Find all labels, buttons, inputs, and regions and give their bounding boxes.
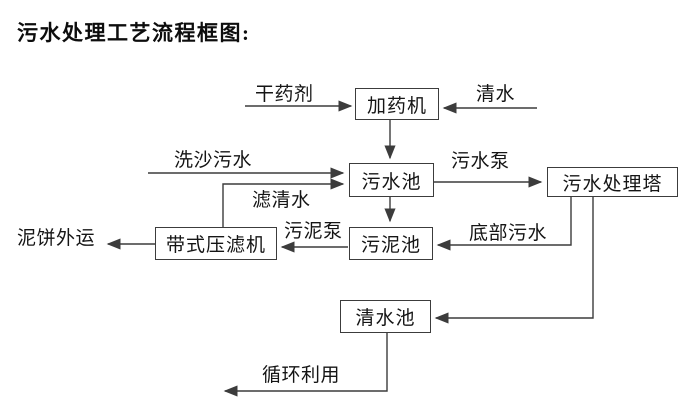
node-belt-filter-press-label: 带式压滤机 xyxy=(165,235,266,256)
flow-label-clean-water: 清水 xyxy=(476,84,516,105)
arrow-tower-to-clean-pool xyxy=(434,197,594,324)
node-belt-filter-press: 带式压滤机 xyxy=(155,227,277,260)
node-dosing-machine: 加药机 xyxy=(355,88,439,120)
flow-label-mud-cake-out: 泥饼外运 xyxy=(17,228,96,249)
node-sewage-pool-label: 污水池 xyxy=(361,171,422,193)
flow-label-sand-washing-sewage: 洗沙污水 xyxy=(174,150,253,171)
flow-label-sewage-pump: 污水泵 xyxy=(451,151,510,172)
node-dosing-machine-label: 加药机 xyxy=(366,95,427,117)
flow-label-recycling: 循环利用 xyxy=(262,365,341,386)
flow-label-filtered-water: 滤清水 xyxy=(252,190,311,211)
flow-label-bottom-sewage: 底部污水 xyxy=(469,223,548,244)
node-sludge-pool: 污泥池 xyxy=(349,227,433,260)
flow-label-sludge-pump: 污泥泵 xyxy=(284,221,343,242)
arrow-clean-pool-to-recycling xyxy=(223,333,388,397)
node-clean-water-pool: 清水池 xyxy=(340,300,431,333)
arrow-filtered-water-to-sewage-pool xyxy=(222,178,345,227)
node-treatment-tower-label: 污水处理塔 xyxy=(562,173,663,195)
arrow-bottom-sewage-to-sludge-pool xyxy=(436,197,572,251)
diagram-title: 污水处理工艺流程框图: xyxy=(17,21,251,45)
flow-label-dry-chemical: 干药剂 xyxy=(255,84,314,105)
node-clean-water-pool-label: 清水池 xyxy=(355,308,416,329)
node-sludge-pool-label: 污泥池 xyxy=(360,235,421,256)
node-sewage-pool: 污水池 xyxy=(349,163,434,197)
node-treatment-tower: 污水处理塔 xyxy=(547,167,678,197)
